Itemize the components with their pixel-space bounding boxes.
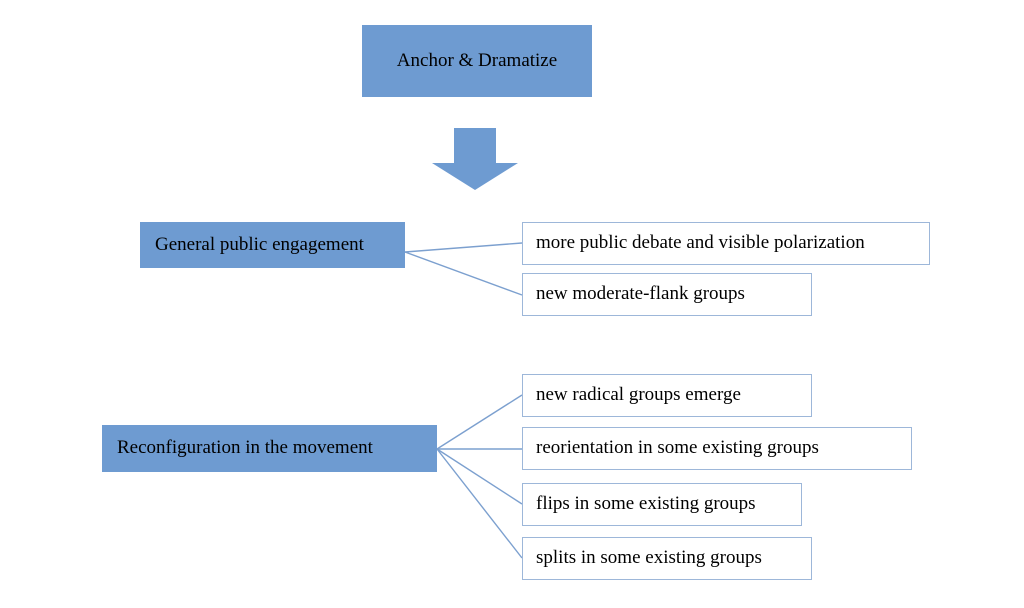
node-general-public-engagement-label: General public engagement [155, 233, 364, 255]
node-new-radical-groups-emerge[interactable]: new radical groups emerge [522, 374, 812, 417]
node-splits-in-some-existing-groups-label: splits in some existing groups [536, 547, 762, 569]
node-splits-in-some-existing-groups[interactable]: splits in some existing groups [522, 537, 812, 580]
node-anchor-dramatize[interactable]: Anchor & Dramatize [362, 25, 592, 97]
connector-b2-leaf1 [436, 394, 523, 450]
node-general-public-engagement[interactable]: General public engagement [140, 222, 405, 268]
node-flips-in-some-existing-groups[interactable]: flips in some existing groups [522, 483, 802, 526]
node-more-public-debate-label: more public debate and visible polarizat… [536, 232, 865, 254]
connector-b1-leaf2 [404, 251, 523, 296]
node-anchor-dramatize-label: Anchor & Dramatize [396, 49, 558, 71]
node-reconfiguration-in-the-movement[interactable]: Reconfiguration in the movement [102, 425, 437, 472]
node-reorientation-in-some-existing-groups-label: reorientation in some existing groups [536, 437, 819, 459]
node-flips-in-some-existing-groups-label: flips in some existing groups [536, 493, 756, 515]
node-reconfiguration-in-the-movement-label: Reconfiguration in the movement [117, 437, 373, 459]
connector-b2-leaf3 [436, 448, 523, 505]
node-new-moderate-flank-groups[interactable]: new moderate-flank groups [522, 273, 812, 316]
node-new-moderate-flank-groups-label: new moderate-flank groups [536, 283, 745, 305]
down-arrow-shape [432, 128, 518, 190]
node-more-public-debate[interactable]: more public debate and visible polarizat… [522, 222, 930, 265]
node-reorientation-in-some-existing-groups[interactable]: reorientation in some existing groups [522, 427, 912, 470]
node-new-radical-groups-emerge-label: new radical groups emerge [536, 384, 741, 406]
connector-b2-leaf4 [436, 448, 523, 559]
connector-b1-leaf1 [404, 242, 523, 253]
